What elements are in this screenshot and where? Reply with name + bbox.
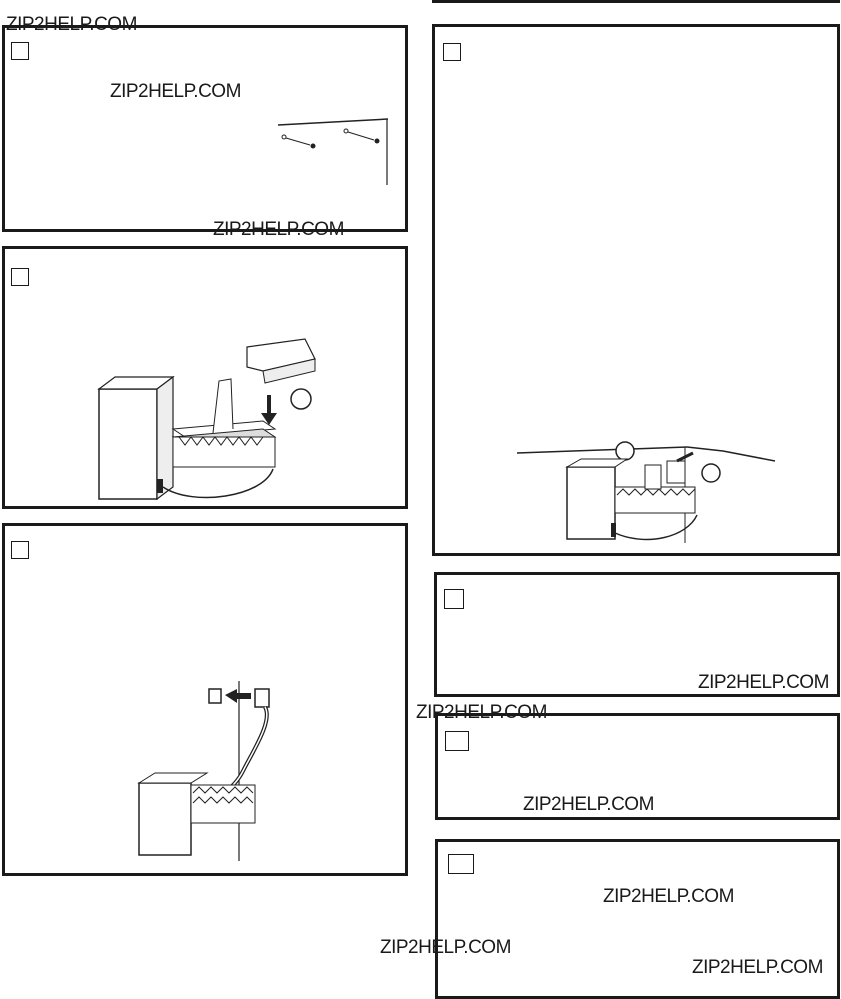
top-rule — [432, 0, 840, 3]
step-number-box — [11, 42, 29, 60]
instruction-panel-4 — [432, 24, 840, 556]
instruction-panel-3 — [2, 523, 408, 876]
step-number-box — [448, 854, 474, 874]
watermark: ZIP2HELP.COM — [698, 672, 829, 693]
instruction-panel-6 — [435, 713, 840, 820]
ice-maker-installed-illustration — [516, 441, 776, 543]
step-number-box — [11, 268, 29, 286]
step-number-box — [445, 731, 469, 751]
watermark: ZIP2HELP.COM — [523, 794, 654, 815]
watermark: ZIP2HELP.COM — [110, 81, 241, 102]
watermark: ZIP2HELP.COM — [6, 14, 137, 35]
step-number-box — [11, 541, 29, 559]
watermark: ZIP2HELP.COM — [603, 886, 734, 907]
instruction-panel-2 — [2, 246, 408, 509]
instruction-panel-1 — [2, 25, 408, 232]
instruction-panel-5 — [434, 572, 840, 697]
mounting-screws-illustration — [277, 118, 389, 185]
step-number-box — [444, 589, 464, 609]
watermark: ZIP2HELP.COM — [380, 937, 511, 958]
watermark: ZIP2HELP.COM — [213, 219, 344, 240]
ice-maker-wiring-illustration — [137, 681, 270, 861]
watermark: ZIP2HELP.COM — [692, 957, 823, 978]
instruction-panel-7 — [435, 839, 840, 999]
ice-maker-illustration — [97, 338, 316, 501]
step-number-box — [443, 43, 461, 61]
watermark: ZIP2HELP.COM — [416, 702, 547, 723]
